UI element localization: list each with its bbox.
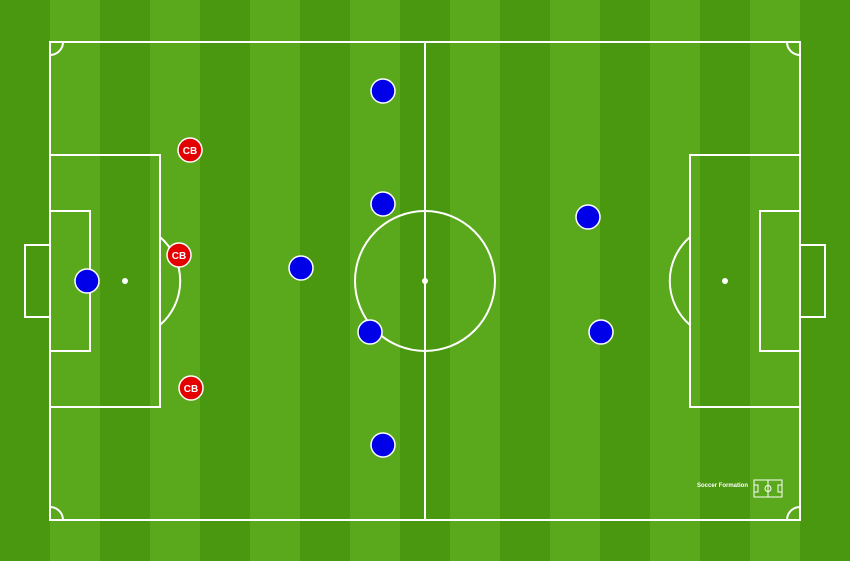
right-goal [799,244,826,318]
mini-pitch-icon [753,479,783,498]
right-penalty-arc [668,236,691,326]
grass-stripe [450,0,500,561]
player-marker-blue[interactable] [357,319,383,345]
corner-arc-bottom-left [49,506,64,521]
player-marker-blue[interactable] [370,432,396,458]
player-marker-blue[interactable] [288,255,314,281]
watermark-text: Soccer Formation [697,483,749,489]
player-marker-blue[interactable] [370,78,396,104]
grass-stripe [550,0,600,561]
right-penalty-spot [722,278,728,284]
player-circle[interactable] [370,78,396,104]
left-penalty-spot [122,278,128,284]
center-circle [354,210,496,352]
corner-arc-top-right [786,41,801,56]
player-marker-blue[interactable] [74,268,100,294]
player-marker-blue[interactable] [575,204,601,230]
player-marker-red[interactable]: CB [166,242,192,268]
left-goal [24,244,51,318]
player-circle[interactable] [357,319,383,345]
pitch-markings [24,41,826,521]
player-label: CB [183,146,197,157]
grass-stripe [750,0,800,561]
player-circle[interactable] [370,191,396,217]
grass-stripe [650,0,700,561]
player-circle[interactable] [588,319,614,345]
player-circle[interactable] [166,242,192,268]
center-spot [422,278,428,284]
player-marker-red[interactable]: CB [178,375,204,401]
player-circle[interactable] [177,137,203,163]
grass-stripe [150,0,200,561]
player-circle[interactable] [575,204,601,230]
player-circle[interactable] [178,375,204,401]
player-circle[interactable] [74,268,100,294]
grass-stripe [500,0,550,561]
player-circle[interactable] [288,255,314,281]
players-layer: CB CB CB [74,78,614,458]
player-label: CB [184,384,198,395]
grass-stripe [600,0,650,561]
player-circle[interactable] [370,432,396,458]
corner-arc-top-left [49,41,64,56]
grass-stripe [300,0,350,561]
grass-stripe [200,0,250,561]
grass-stripe [250,0,300,561]
left-penalty-arc [159,236,182,326]
player-marker-red[interactable]: CB [177,137,203,163]
player-label: CB [172,251,186,262]
player-marker-blue[interactable] [370,191,396,217]
corner-arc-bottom-right [786,506,801,521]
player-marker-blue[interactable] [588,319,614,345]
